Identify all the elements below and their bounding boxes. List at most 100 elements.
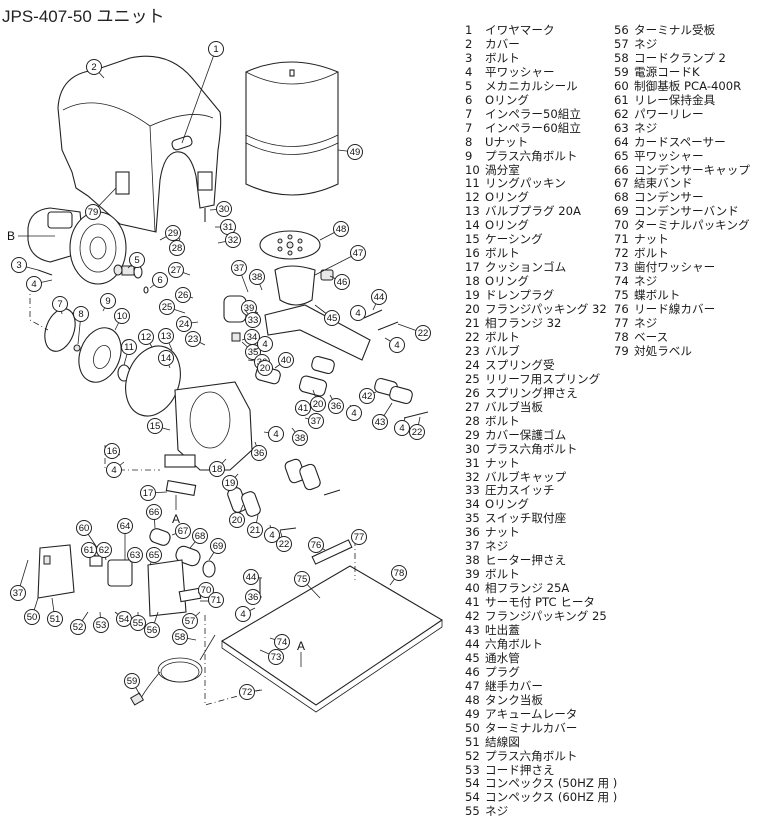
callout-47: 47 [314,245,366,276]
part-name: バルブ [485,343,520,358]
callout-circle [129,252,145,268]
callout-circle [85,204,101,220]
callout-number: 73 [271,652,282,663]
callout-number: 50 [27,612,38,623]
callout-circle [245,589,261,605]
leader-line [314,252,359,276]
callout-57: 57 [182,611,201,629]
callout-number: 61 [84,545,95,556]
callout-circle [415,325,431,341]
callout-22: 22 [397,323,431,341]
callout-number: 78 [394,568,405,579]
part-name: ヒーター押さえ [485,553,567,568]
callout-number: 10 [117,311,128,322]
part-number: 15 [465,232,480,247]
callout-14: 14 [158,350,174,369]
part-name: ボルト [485,413,520,428]
callout-number: 14 [161,353,172,364]
callout-20: 20 [229,504,245,528]
capacitor-part [149,528,216,578]
callout-number: 68 [195,531,206,542]
callout-54: 54 [114,611,132,627]
callout-36: 36 [245,589,262,605]
part-name: ターミナルカバー [485,720,578,735]
callout-36: 36 [251,441,267,461]
callout-circle [351,529,367,545]
callout-77: 77 [351,529,367,545]
callout-number: 46 [337,277,348,288]
tank-plate-part [259,230,321,260]
callout-4: 4 [235,606,256,622]
part-name: インペラー60組立 [485,120,581,135]
part-number: 10 [465,162,480,177]
part-number: 24 [465,357,480,372]
callout-circle [76,520,92,536]
part-name: プラグ [485,664,520,679]
callout-number: 58 [175,632,186,643]
callout-circle [308,413,324,429]
callout-21: 21 [247,514,263,538]
part-number: 13 [465,204,480,219]
callout-number: 12 [141,332,152,343]
part-name: カバー [485,36,520,51]
callout-number: 36 [254,448,265,459]
callout-43: 43 [372,402,393,430]
callout-circle [247,522,263,538]
callout-27: 27 [168,262,191,278]
part-number: 26 [465,385,480,400]
callout-number: 22 [412,427,423,438]
callout-circle [10,585,26,601]
callout-circle [147,418,163,434]
callout-4: 4 [346,404,362,421]
callout-circle [292,430,308,446]
callout-74: 74 [269,634,290,650]
part-number: 75 [614,288,629,303]
part-number: 70 [614,218,629,233]
part-name: 電源コードK [634,64,700,79]
callout-circle [268,426,284,442]
callout-number: 9 [105,296,110,307]
callout-50: 50 [24,597,40,625]
callout-circle [231,260,247,276]
callout-42: 42 [359,388,377,404]
callout-circle [295,400,311,416]
callout-number: 42 [362,391,373,402]
callout-9: 9 [100,293,116,312]
callout-circle [159,299,175,315]
callout-number: 32 [228,235,239,246]
callout-number: 20 [313,399,324,410]
part-number: 35 [465,511,480,526]
callout-number: 65 [149,550,160,561]
callout-48: 48 [319,221,349,241]
part-number: 40 [465,581,480,596]
callout-circle [333,221,349,237]
part-name: ナット [634,232,669,247]
callout-44: 44 [243,569,263,585]
callout-22: 22 [276,529,292,552]
callout-number: 49 [350,147,361,158]
part-number: 57 [614,36,629,51]
callout-number: 53 [96,620,107,631]
part-name: 吐出蓋 [485,622,520,637]
callout-circle [182,613,198,629]
part-number: 14 [465,218,480,233]
part-number: 32 [465,469,480,484]
part-number: 54 [465,776,480,791]
part-number: 62 [614,106,629,121]
callout-15: 15 [147,418,171,434]
part-number: 11 [465,176,480,191]
